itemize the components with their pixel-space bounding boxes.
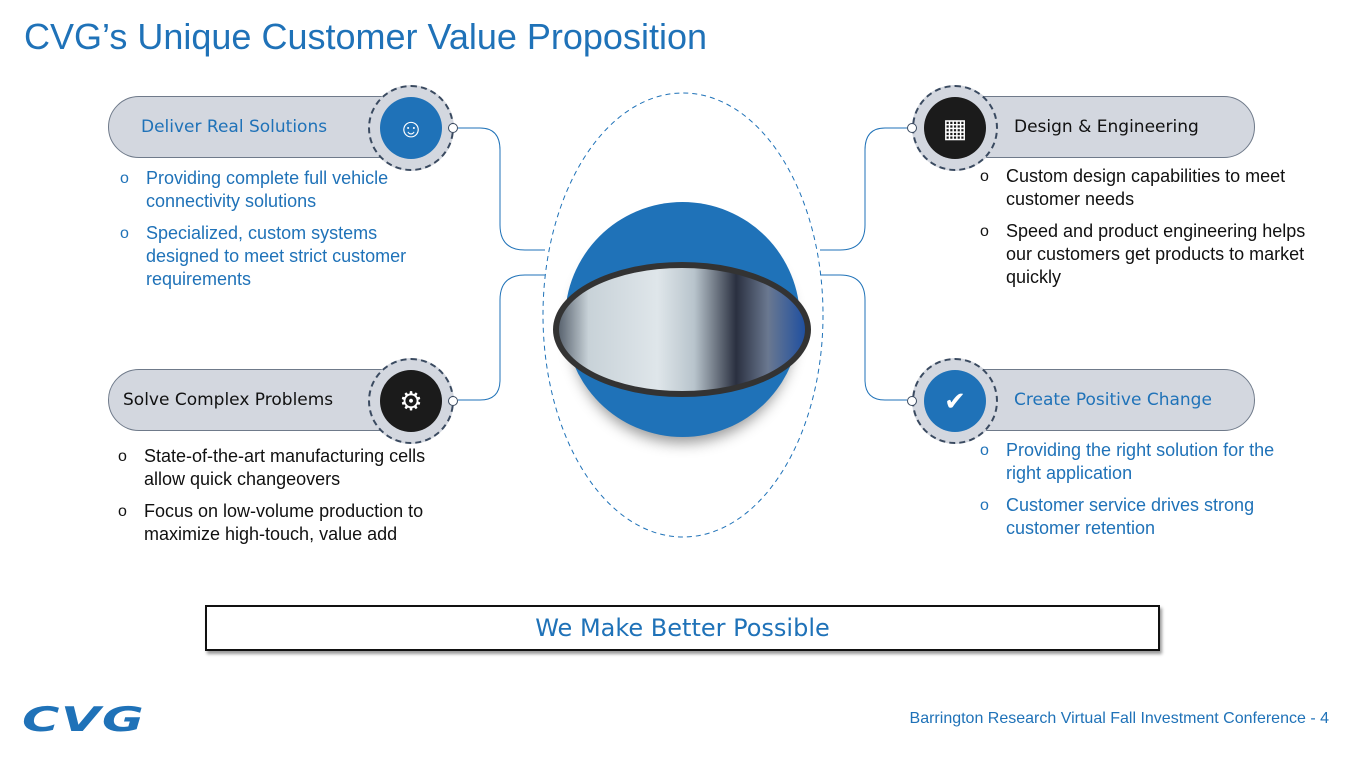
bullet: Providing the right solution for the rig…	[980, 439, 1300, 485]
bullet: State-of-the-art manufacturing cells all…	[118, 445, 438, 491]
tagline-box: We Make Better Possible	[205, 605, 1160, 651]
section-label: Deliver Real Solutions	[141, 117, 328, 137]
section-label: Solve Complex Problems	[123, 390, 334, 410]
person-gear-icon: ⚙	[368, 358, 454, 444]
connector-lines	[458, 92, 907, 538]
section-label: Design & Engineering	[1014, 117, 1199, 137]
connector-dot	[907, 396, 917, 406]
bullet-list: Providing the right solution for the rig…	[980, 439, 1300, 549]
bullet-list: State-of-the-art manufacturing cells all…	[118, 445, 438, 555]
bullet: Customer service drives strong customer …	[980, 494, 1300, 540]
footer-text: Barrington Research Virtual Fall Investm…	[909, 710, 1329, 727]
section-label: Create Positive Change	[1014, 390, 1212, 410]
bullet: Focus on low-volume production to maximi…	[118, 500, 438, 546]
network-check-icon: ✔	[912, 358, 998, 444]
bullet-list: Providing complete full vehicle connecti…	[120, 167, 440, 300]
slide-title: CVG’s Unique Customer Value Proposition	[24, 16, 707, 57]
bullet: Specialized, custom systems designed to …	[120, 222, 440, 291]
head-lightbulb-icon: ☺	[368, 85, 454, 171]
connector-dot	[448, 396, 458, 406]
bullet: Custom design capabilities to meet custo…	[980, 165, 1310, 211]
blueprint-icon: ▦	[912, 85, 998, 171]
cvg-logo: CVG	[22, 700, 146, 740]
bullet: Providing complete full vehicle connecti…	[120, 167, 440, 213]
connector-dot	[448, 123, 458, 133]
bullet: Speed and product engineering helps our …	[980, 220, 1310, 289]
connector-dot	[907, 123, 917, 133]
factory-photo	[553, 262, 811, 397]
bullet-list: Custom design capabilities to meet custo…	[980, 165, 1310, 298]
